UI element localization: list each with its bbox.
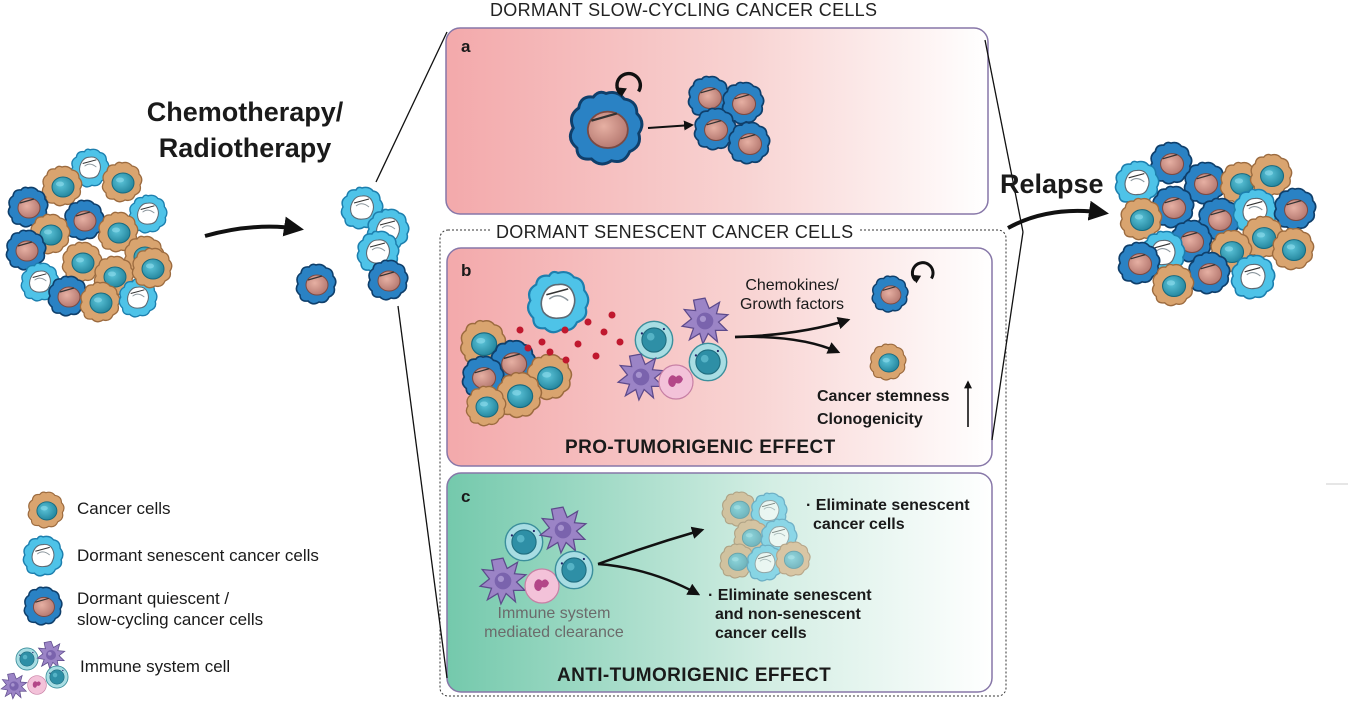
anti-outcome-2-line-3: cancer cells <box>715 625 807 642</box>
treatment-arrow <box>204 216 304 238</box>
treatment-label: Chemotherapy/ Radiotherapy <box>140 94 350 166</box>
relapse-label: Relapse <box>1000 169 1104 199</box>
legend-quiescent-line-2: slow-cycling cancer cells <box>77 610 264 629</box>
secretome-dots <box>516 311 624 364</box>
tumor-cluster-right <box>1114 141 1317 307</box>
panel-c-letter: c <box>461 487 471 506</box>
outcome-clonogenicity: Clonogenicity <box>817 411 923 428</box>
legend-immune: Immune system cell <box>80 657 231 676</box>
legend-quiescent-line-1: Dormant quiescent / <box>77 589 230 608</box>
legend-icons <box>0 491 69 700</box>
signal-label: Chemokines/ Growth factors <box>734 276 850 314</box>
legend-cancer-cells: Cancer cells <box>77 499 171 518</box>
signal-label-line-1: Chemokines/ <box>745 277 839 294</box>
legend-quiescent: Dormant quiescent / slow-cycling cancer … <box>77 588 263 630</box>
legend-senescent: Dormant senescent cancer cells <box>77 546 319 565</box>
clearance-label-line-2: mediated clearance <box>484 624 624 641</box>
signal-label-line-2: Growth factors <box>739 296 845 313</box>
senescent-outer-frame <box>439 229 1007 697</box>
tumor-cluster-left <box>5 148 173 323</box>
treatment-label-line-1: Chemotherapy/ <box>146 97 344 127</box>
anti-outcome-1-line-2: cancer cells <box>813 516 905 533</box>
anti-outcome-2-line-2: and non-senescent <box>715 606 861 623</box>
surviving-cells <box>295 186 410 305</box>
anti-outcome-2-line-1: · Eliminate senescent <box>708 587 872 604</box>
panel-a-artwork <box>568 71 771 166</box>
relapse-arrow <box>1007 200 1109 230</box>
anti-outcome-1: · Eliminate senescent cancer cells <box>806 496 970 534</box>
pro-tumorigenic-label: PRO-TUMORIGENIC EFFECT <box>565 437 836 458</box>
outcome-stemness: Cancer stemness <box>817 388 950 405</box>
panel-c-artwork <box>479 491 811 605</box>
panel-b-letter: b <box>461 261 472 280</box>
clearance-label-line-1: Immune system <box>497 605 611 622</box>
senescent-section-title: DORMANT SENESCENT CANCER CELLS <box>490 222 860 243</box>
anti-tumorigenic-label: ANTI-TUMORIGENIC EFFECT <box>557 665 832 686</box>
treatment-label-line-2: Radiotherapy <box>158 133 332 163</box>
slow-cycling-section-title: DORMANT SLOW-CYCLING CANCER CELLS <box>486 0 882 21</box>
anti-outcome-2: · Eliminate senescent and non-senescent … <box>708 586 872 643</box>
anti-outcome-1-line-1: · Eliminate senescent <box>806 497 970 514</box>
pro-outcome-list: Cancer stemness Clonogenicity <box>817 385 950 431</box>
panel-c-frame <box>446 472 993 693</box>
panel-b-artwork <box>459 261 972 427</box>
zoom-lines <box>375 31 1024 679</box>
panel-a-letter: a <box>461 37 471 56</box>
clearance-label: Immune system mediated clearance <box>482 604 626 642</box>
